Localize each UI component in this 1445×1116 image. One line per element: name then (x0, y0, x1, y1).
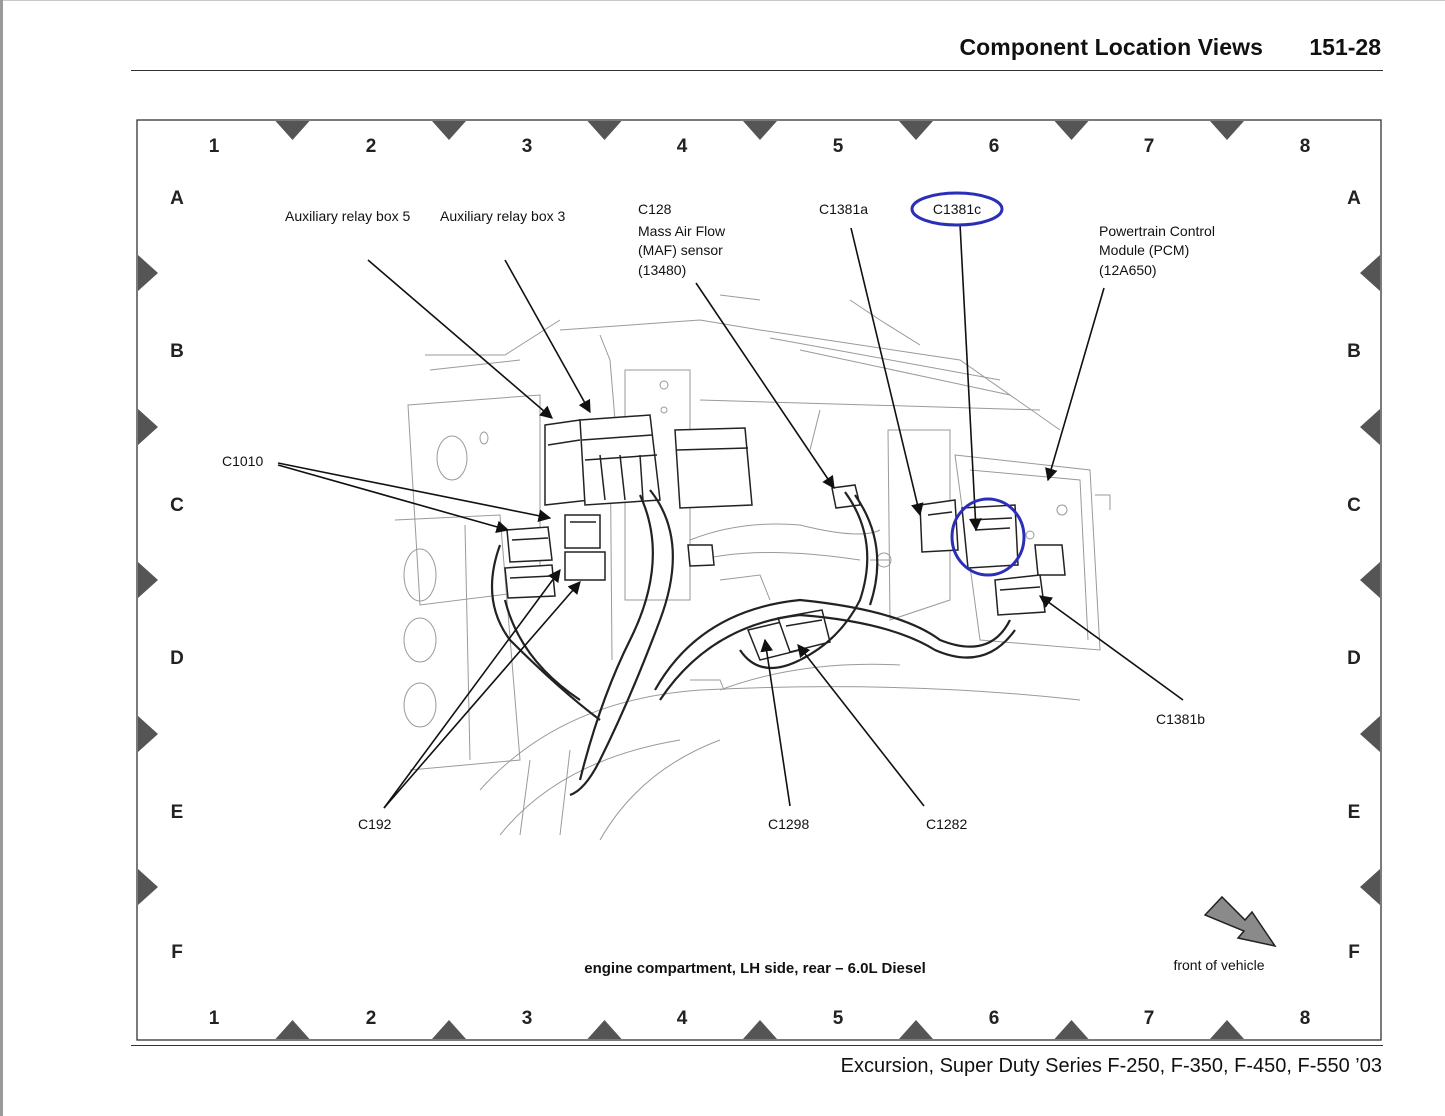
grid-row-left-D: D (170, 648, 184, 669)
grid-col-top-2: 2 (366, 136, 377, 157)
grid-marker-right (1360, 409, 1380, 445)
label-c128-line2: Mass Air Flow (638, 223, 726, 239)
grid-col-bottom-5: 5 (833, 1008, 844, 1029)
label-pcm-line3: (12A650) (1099, 262, 1157, 278)
grid-row-left-B: B (170, 341, 184, 362)
page-left-edge (0, 0, 3, 1116)
grid-col-bottom-7: 7 (1144, 1008, 1155, 1029)
grid-col-top-5: 5 (833, 136, 844, 157)
grid-row-right-B: B (1347, 341, 1361, 362)
label-c128-line4: (13480) (638, 262, 686, 278)
wiring-harness (490, 489, 1016, 797)
label-aux-relay-box-5: Auxiliary relay box 5 (285, 208, 410, 224)
grid-marker-top (899, 121, 933, 140)
grid-row-left-F: F (171, 942, 183, 963)
grid-col-top-8: 8 (1300, 136, 1311, 157)
grid-marker-bottom (275, 1020, 310, 1039)
label-pcm-line2: Module (PCM) (1099, 242, 1189, 258)
grid-marker-bottom (587, 1020, 622, 1039)
grid-row-right-F: F (1348, 942, 1360, 963)
grid-row-right-A: A (1347, 188, 1361, 209)
grid-row-right-D: D (1347, 648, 1361, 669)
grid-marker-bottom (432, 1020, 466, 1039)
components (504, 414, 1066, 661)
grid-marker-right (1360, 869, 1380, 905)
page-number: 151-28 (1309, 34, 1381, 60)
footer-vehicle-line: Excursion, Super Duty Series F-250, F-35… (840, 1055, 1382, 1077)
grid-col-bottom-8: 8 (1300, 1008, 1311, 1029)
grid-col-top-6: 6 (989, 136, 1000, 157)
grid-marker-right (1360, 716, 1380, 752)
label-c128-line1: C128 (638, 201, 672, 217)
grid-markers (138, 121, 1380, 1039)
grid-marker-right (1360, 562, 1380, 598)
grid-col-top-7: 7 (1144, 136, 1155, 157)
grid-marker-top (432, 121, 466, 140)
label-pcm-line1: Powertrain Control (1099, 223, 1215, 239)
grid-marker-bottom (899, 1020, 933, 1039)
grid-marker-top (743, 121, 777, 140)
grid-row-right-C: C (1347, 495, 1361, 516)
header-rule (131, 70, 1383, 71)
grid-marker-left (138, 255, 158, 291)
grid-marker-bottom (1054, 1020, 1089, 1039)
label-c1298: C1298 (768, 816, 809, 832)
footer-rule (131, 1045, 1383, 1046)
front-of-vehicle-label: front of vehicle (1173, 957, 1264, 973)
grid-row-left-E: E (171, 802, 184, 823)
grid-col-bottom-3: 3 (522, 1008, 533, 1029)
grid-marker-bottom (1210, 1020, 1244, 1039)
grid-col-top-4: 4 (677, 136, 688, 157)
grid-marker-left (138, 869, 158, 905)
callout-labels: Auxiliary relay box 5 Auxiliary relay bo… (222, 201, 1215, 832)
grid-col-bottom-4: 4 (677, 1008, 688, 1029)
engine-compartment-lineart (394, 294, 1111, 841)
label-c1010: C1010 (222, 453, 263, 469)
label-c1381b: C1381b (1156, 711, 1205, 727)
label-c1381c: C1381c (933, 201, 981, 217)
page-title: Component Location Views (959, 34, 1263, 60)
grid-col-bottom-2: 2 (366, 1008, 377, 1029)
grid-col-top-1: 1 (209, 136, 220, 157)
label-c128-line3: (MAF) sensor (638, 242, 723, 258)
grid-col-bottom-6: 6 (989, 1008, 1000, 1029)
grid-marker-top (587, 121, 622, 140)
grid-row-left-C: C (170, 495, 184, 516)
grid-marker-left (138, 716, 158, 752)
grid-marker-right (1360, 255, 1380, 291)
highlight-c1381c-connector (950, 497, 1026, 577)
grid-marker-left (138, 409, 158, 445)
grid-marker-top (1054, 121, 1089, 140)
page-top-edge (0, 0, 1445, 1)
diagram-caption: engine compartment, LH side, rear – 6.0L… (584, 960, 926, 977)
diagram-frame (136, 119, 1382, 1041)
grid-row-left-A: A (170, 188, 184, 209)
label-c1381a: C1381a (819, 201, 868, 217)
label-c192: C192 (358, 816, 392, 832)
label-aux-relay-box-3: Auxiliary relay box 3 (440, 208, 565, 224)
grid-row-right-E: E (1348, 802, 1361, 823)
leader-lines (277, 223, 1184, 809)
label-c1282: C1282 (926, 816, 967, 832)
front-arrow-icon (1203, 895, 1277, 948)
grid-col-bottom-1: 1 (209, 1008, 220, 1029)
highlight-c1381c-label (910, 191, 1004, 227)
grid-col-top-3: 3 (522, 136, 533, 157)
grid-marker-top (1210, 121, 1244, 140)
grid-marker-top (275, 121, 310, 140)
grid-marker-left (138, 562, 158, 598)
grid-marker-bottom (743, 1020, 777, 1039)
